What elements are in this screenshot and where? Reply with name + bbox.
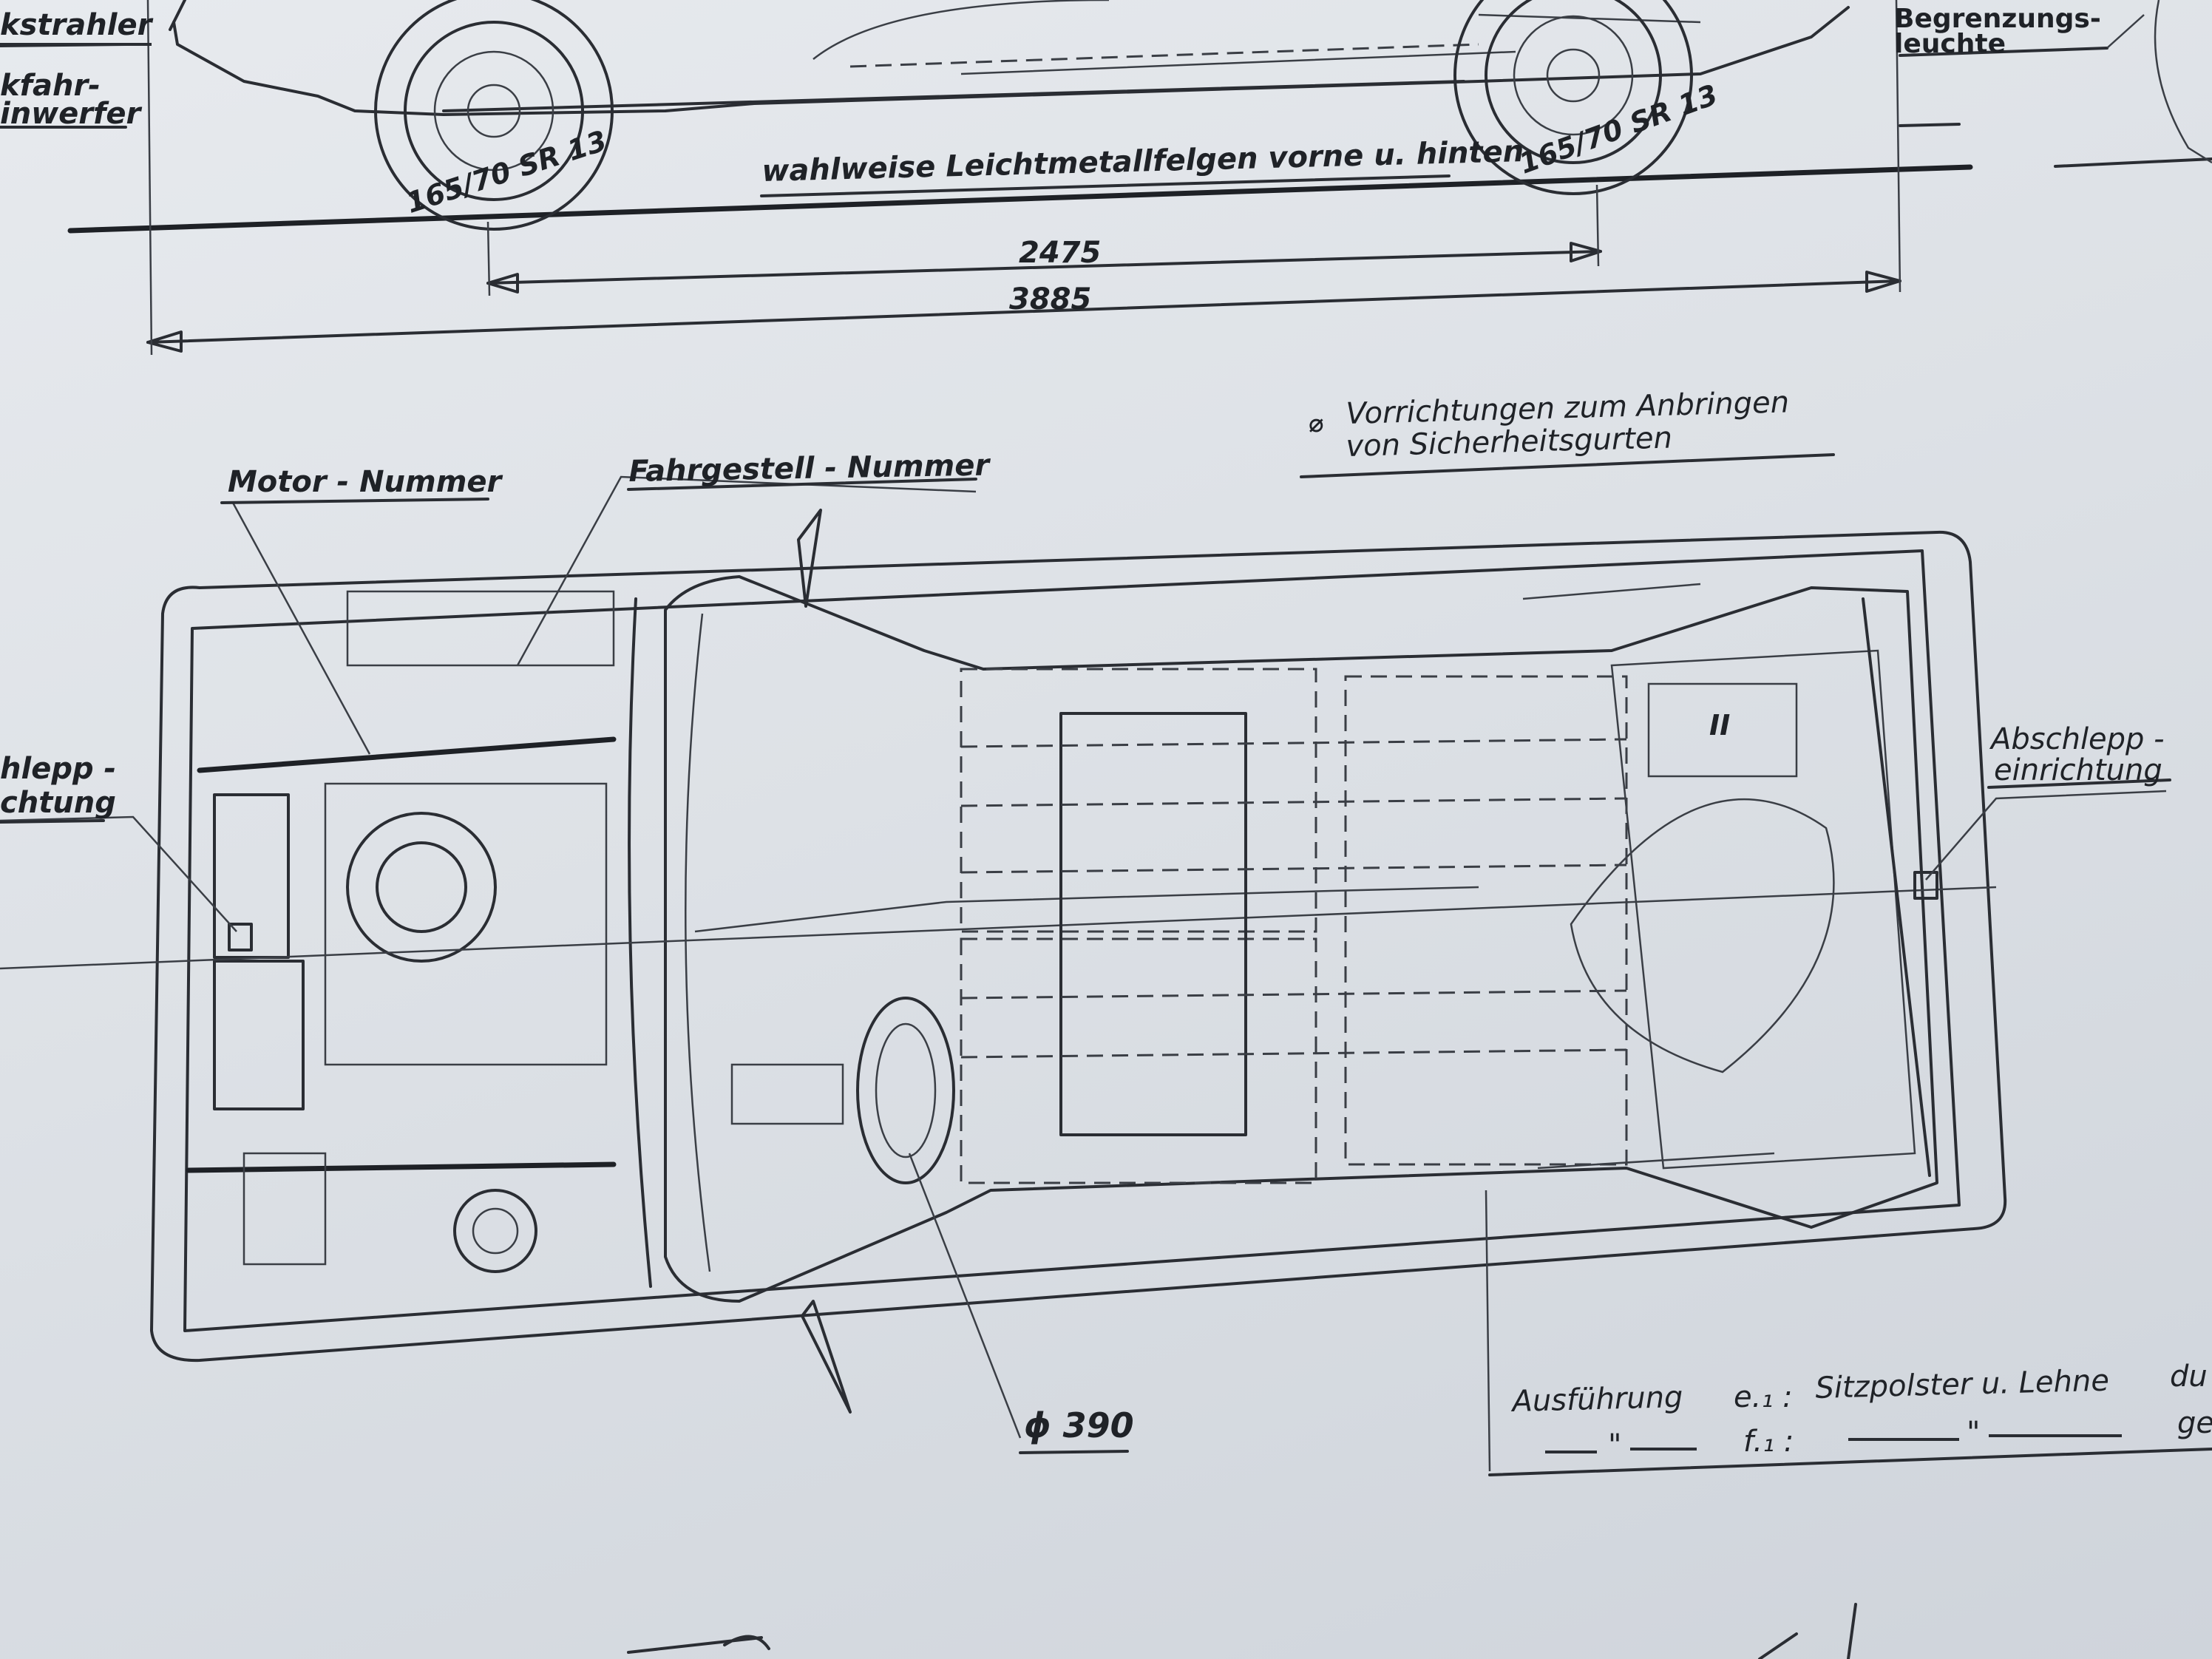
sitzpolster-label: Sitzpolster u. Lehne (1814, 1363, 2110, 1405)
roman-two-marker: II (1709, 709, 1731, 742)
top-view (0, 453, 2212, 1659)
abschlepp-left-label-1: hlepp - (0, 752, 117, 786)
rear-wheel (1453, 0, 1693, 195)
ge-label: ge (2177, 1406, 2212, 1440)
steering-wheel (856, 997, 955, 1184)
motor-nummer-label: Motor - Nummer (228, 465, 502, 499)
cabin-outline (664, 575, 1938, 1303)
e1-label: e.₁ : (1734, 1380, 1793, 1414)
engine-block (324, 782, 608, 1066)
ditto-rule-3 (1848, 1438, 1959, 1441)
rear-seat-left (960, 668, 1317, 933)
motor-number-leader (231, 502, 371, 755)
f1-label: f.₁ : (1743, 1425, 1794, 1459)
ground-line (67, 164, 1973, 234)
begrenzung-label-1: Begrenzungs- (1894, 4, 2101, 34)
chassis-number-leader (516, 475, 977, 666)
begrenzung-label-2: leuchte (1894, 29, 2006, 59)
rueckfahr-label: kfahr- (0, 69, 101, 103)
ditto-mark-1: " (1608, 1428, 1622, 1462)
steering-diameter-label: ϕ 390 (1024, 1405, 1134, 1445)
steering-leader (908, 1153, 1022, 1439)
ausfuehrung-leader (1485, 1190, 1491, 1472)
left-mirror (797, 509, 822, 608)
overall-length-dimension: 3885 (1009, 282, 1092, 316)
gurt-symbol: ⌀ (1309, 409, 1324, 438)
front-seat (1344, 675, 1628, 1166)
spare-wheel (453, 1189, 537, 1273)
vorrichtungen-label-2: von Sicherheitsgurten (1345, 421, 1673, 464)
body-outline (150, 530, 2007, 1363)
length-dimension-line (146, 279, 1901, 344)
side-view (0, 0, 2212, 356)
seat-cushion (1059, 712, 1247, 1136)
wheelbase-dimension-line (486, 250, 1602, 285)
ditto-rule-1 (1545, 1451, 1597, 1453)
right-mirror (801, 1300, 852, 1414)
wheelbase-dimension: 2475 (1019, 236, 1102, 270)
abschlepp-left-label-2: chtung (0, 786, 116, 820)
rueckstrahler-label: kstrahler (0, 10, 152, 46)
scheinwerfer-label: inwerfer (0, 97, 141, 131)
ditto-rule-4 (1989, 1434, 2122, 1437)
front-wheel (374, 0, 614, 231)
ausfuehrung-label: Ausführung (1511, 1380, 1683, 1419)
fahrgestell-nummer-label: Fahrgestell - Nummer (628, 448, 990, 489)
tow-left-leader (0, 815, 237, 932)
du-label: du (2170, 1360, 2208, 1394)
abschlepp-right-label-1: Abschlepp - (1991, 722, 2165, 756)
rear-seat-right (960, 937, 1317, 1184)
air-filter (346, 812, 497, 963)
ditto-rule-2 (1630, 1448, 1697, 1451)
ditto-mark-2: " (1967, 1416, 1981, 1450)
abschlepp-right-label-2: einrichtung (1994, 753, 2162, 787)
tow-right-leader (1925, 790, 2167, 881)
